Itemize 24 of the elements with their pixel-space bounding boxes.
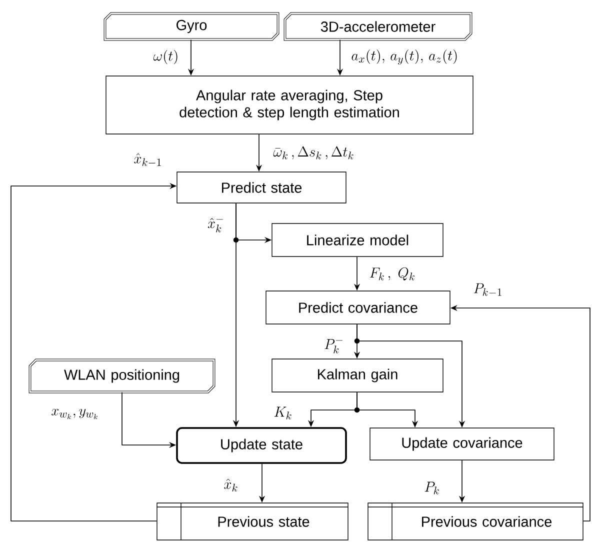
edge-label: $P_k$: [423, 480, 441, 496]
process-box: Predict covariance: [266, 290, 450, 324]
edge-label: $F_k\,,\ Q_k$: [368, 266, 416, 282]
edge-label: $P_k^-$: [322, 336, 346, 354]
edge-label: $\omega(t)$: [152, 48, 180, 66]
process-box: Kalman gain: [272, 358, 444, 392]
edge-label: $\hat{x}_{k-1}$: [132, 152, 164, 168]
process-box: Update covariance: [370, 428, 554, 460]
process-box: Angular rate averaging, Step detection & step length estimation: [106, 76, 474, 134]
data-store: Previous covariance: [368, 502, 584, 540]
edge-label: $K_k$: [272, 406, 294, 420]
process-box: Update state: [176, 427, 347, 464]
edge-label: $x_{w_k}, y_{w_k}$: [50, 408, 100, 420]
edge-label: $\hat{x}_k^-$: [206, 214, 226, 234]
process-box: Predict state: [176, 172, 346, 204]
input-box: WLAN positioning: [28, 358, 216, 394]
process-box: Linearize model: [272, 223, 444, 257]
edge-label: $P_{k-1}$: [472, 282, 504, 298]
input-box: Gyro: [104, 12, 280, 41]
edge-label: $\bar{\omega}_k\,, \Delta s_k\,, \Delta t_k$: [272, 146, 356, 160]
edge-label: $\hat{x}_k$: [222, 478, 240, 492]
data-store: Previous state: [156, 502, 348, 540]
edge-label: $a_x(t),\, a_y(t),\, a_z(t)$: [350, 48, 460, 66]
input-box: 3D-accelerometer: [284, 12, 472, 41]
